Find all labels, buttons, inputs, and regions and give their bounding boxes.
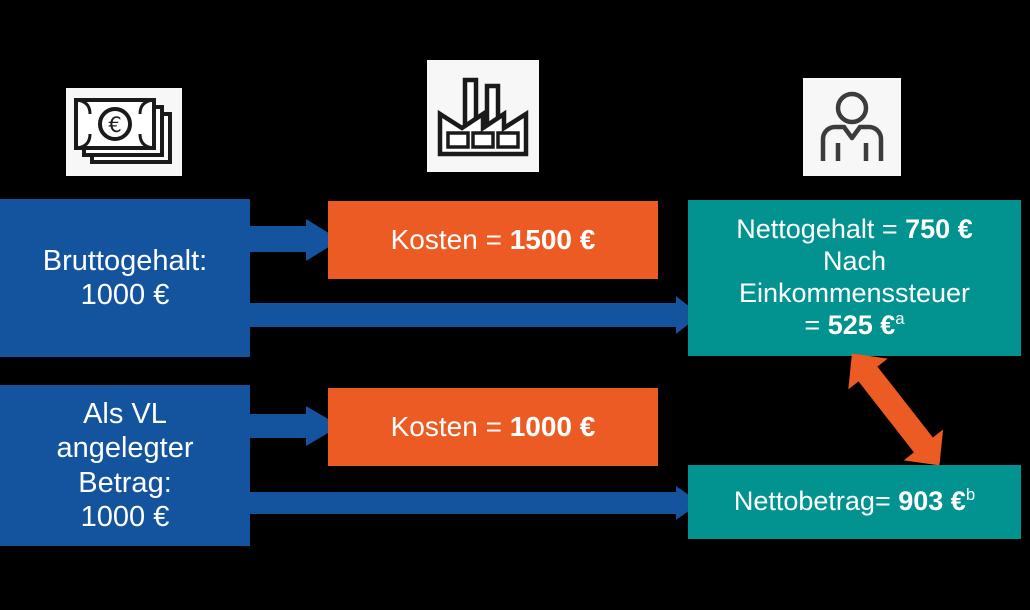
money-banknotes-euro-glyph: € xyxy=(74,98,172,164)
gross-salary-line-2: 1000 € xyxy=(80,279,170,311)
cost-gross-label: Kosten = xyxy=(390,224,510,256)
gross-salary-line-1: Bruttogehalt: xyxy=(42,244,208,277)
box-cost-vl: Kosten = 1000 € xyxy=(328,388,658,466)
net-amount-value: 903 € xyxy=(898,486,966,517)
arrow-compare-net-salary-net-amount xyxy=(848,353,944,466)
net-salary-tax-label: = xyxy=(804,309,828,340)
factory-glyph xyxy=(437,77,529,157)
vl-amount-line-2: angelegter xyxy=(56,432,194,465)
net-salary-line-3: Einkommenssteuer xyxy=(738,278,971,308)
box-cost-gross: Kosten = 1500 € xyxy=(328,201,658,279)
net-amount-footnote-marker: b xyxy=(965,485,976,505)
net-amount-text: Nettobetrag= 903 €b xyxy=(734,486,975,518)
box-net-amount: Nettobetrag= 903 €b xyxy=(688,465,1021,539)
cost-vl-label: Kosten = xyxy=(390,411,510,443)
employee-person-glyph xyxy=(820,91,884,161)
cost-gross-text: Kosten = 1500 € xyxy=(391,223,596,256)
arrow-vl-to-net-amount xyxy=(250,486,700,520)
vl-amount-line-1: Als VL xyxy=(83,398,167,431)
cost-vl-value: 1000 € xyxy=(509,411,596,443)
net-salary-value: 750 € xyxy=(905,214,973,245)
vl-amount-line-3: Betrag: xyxy=(78,466,172,499)
cost-gross-value: 1500 € xyxy=(509,224,596,256)
svg-text:€: € xyxy=(108,113,121,137)
factory-icon xyxy=(427,60,539,172)
net-salary-footnote-marker: a xyxy=(895,308,905,328)
box-net-salary: Nettogehalt = 750 € Nach Einkommenssteue… xyxy=(688,200,1021,356)
net-salary-line-4: = 525 €a xyxy=(804,310,904,342)
cost-vl-text: Kosten = 1000 € xyxy=(391,410,596,443)
net-amount-label: Nettobetrag= xyxy=(733,486,899,517)
arrow-gross-to-net-salary xyxy=(250,296,700,334)
box-gross-salary: Bruttogehalt: 1000 € xyxy=(0,199,250,357)
net-salary-line-2: Nach xyxy=(822,246,887,277)
arrow-gross-to-cost1 xyxy=(250,219,340,261)
employee-person-icon xyxy=(803,78,901,176)
net-salary-label: Nettogehalt = xyxy=(736,214,906,245)
box-vl-amount: Als VL angelegter Betrag: 1000 € xyxy=(0,385,250,546)
vl-amount-line-4: 1000 € xyxy=(80,500,170,533)
net-salary-tax-value: 525 € xyxy=(827,309,896,340)
money-banknotes-euro-icon: € xyxy=(66,88,182,176)
arrow-vl-to-cost2 xyxy=(250,406,340,446)
net-salary-line-1: Nettogehalt = 750 € xyxy=(736,214,972,246)
